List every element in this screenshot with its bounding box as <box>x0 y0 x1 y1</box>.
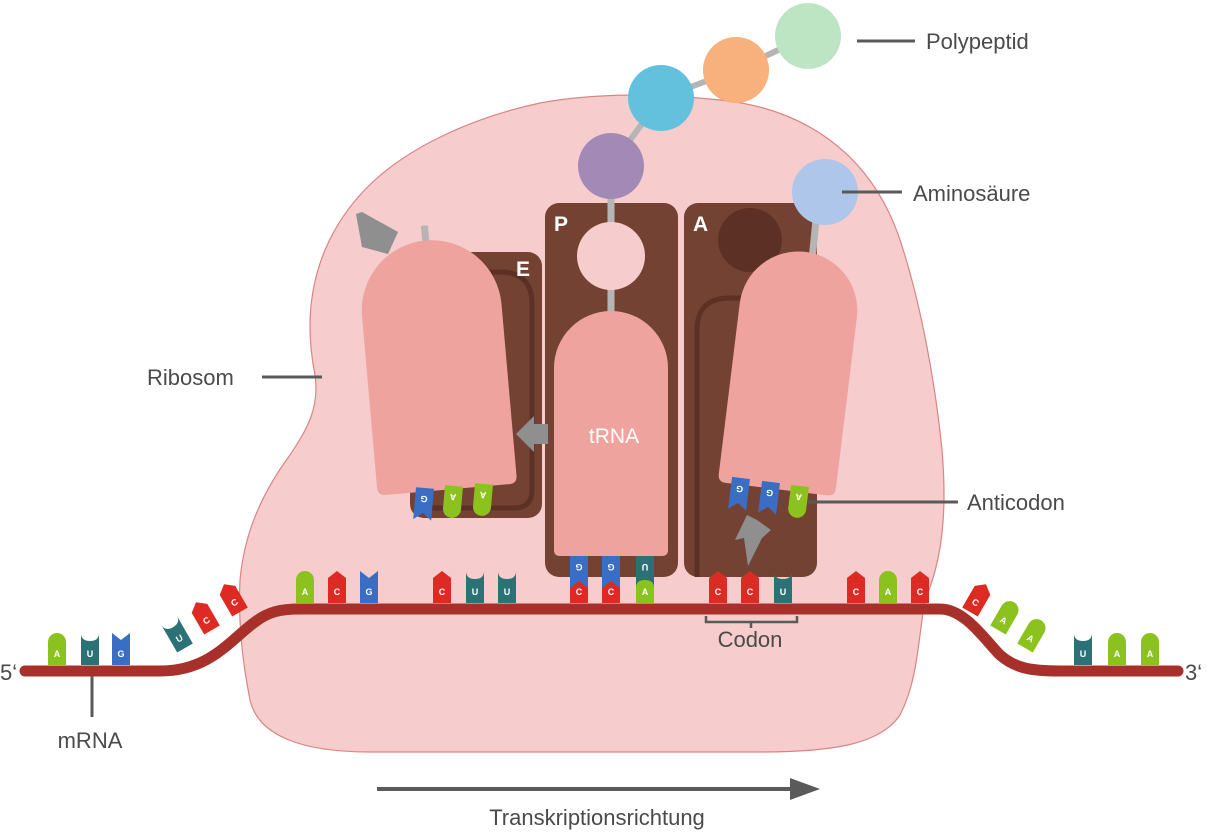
mrna-base: C <box>962 584 991 617</box>
polypeptide-label: Polypeptid <box>926 29 1029 54</box>
mrna-base: C <box>741 571 759 603</box>
mrna-base: A <box>48 633 66 665</box>
amino-acid-purple <box>578 133 644 199</box>
svg-text:U: U <box>1080 649 1087 659</box>
binding-arrow <box>735 515 771 566</box>
trna-label: tRNA <box>589 425 639 448</box>
mrna-base: C <box>709 571 727 603</box>
mrna-strand <box>19 603 1184 677</box>
mrna-base: C <box>219 584 248 617</box>
svg-text:C: C <box>576 587 583 597</box>
mrna-base: A <box>990 601 1019 635</box>
svg-text:U: U <box>174 633 185 645</box>
exit-arrow <box>356 212 398 254</box>
svg-text:U: U <box>780 587 787 597</box>
a-anticodon-base: G <box>758 480 780 515</box>
svg-text:A: A <box>998 615 1009 627</box>
svg-text:A: A <box>885 587 892 597</box>
amino-acid-blue <box>628 65 694 131</box>
svg-text:G: G <box>766 488 774 499</box>
mrna-base: U <box>161 615 193 653</box>
svg-text:G: G <box>117 649 124 659</box>
mrna-base: U <box>81 633 99 665</box>
mrna-base: U <box>1074 633 1092 665</box>
anticodon-label: Anticodon <box>967 490 1065 515</box>
e-trna <box>356 212 517 495</box>
mrna-base: A <box>1141 633 1159 665</box>
mrna-base: U <box>774 571 792 603</box>
mrna-base: U <box>498 571 516 603</box>
mrna-base: C <box>191 602 220 635</box>
mrna-base: U <box>466 571 484 603</box>
svg-text:A: A <box>449 492 457 503</box>
mrna-base: G <box>112 633 130 665</box>
svg-text:G: G <box>575 562 582 572</box>
svg-text:G: G <box>420 494 428 505</box>
a-anticodon-base: A <box>788 484 809 518</box>
svg-text:C: C <box>970 597 981 609</box>
mrna-base: A <box>879 571 897 603</box>
p-anticodon-base: U <box>636 556 654 588</box>
svg-text:A: A <box>54 649 61 659</box>
mrna-label: mRNA <box>58 728 123 753</box>
mrna-base: A <box>1108 633 1126 665</box>
anticodon-bases: G A A G G U G G A <box>413 476 809 588</box>
shift-arrow <box>516 416 548 452</box>
mrna-base: A <box>1017 619 1046 653</box>
svg-text:A: A <box>794 491 802 502</box>
p-anticodon-base: G <box>602 556 620 588</box>
mrna-base: C <box>328 571 346 603</box>
svg-text:C: C <box>229 596 240 608</box>
mrna-base: C <box>433 571 451 603</box>
svg-text:G: G <box>736 484 744 495</box>
svg-text:C: C <box>334 587 341 597</box>
svg-text:C: C <box>853 587 860 597</box>
five-prime-label: 5‘ <box>0 660 17 685</box>
p-anticodon-base: G <box>570 556 588 588</box>
svg-text:C: C <box>608 587 615 597</box>
p-trna <box>554 222 668 556</box>
direction-label: Transkriptionsrichtung <box>489 805 705 830</box>
amino-acid-orange <box>703 37 769 103</box>
svg-text:G: G <box>607 562 614 572</box>
ribosome-label: Ribosom <box>147 365 234 390</box>
direction-arrow <box>377 778 820 800</box>
svg-text:C: C <box>201 614 212 626</box>
three-prime-label: 3‘ <box>1185 660 1202 685</box>
svg-text:A: A <box>642 587 649 597</box>
codon-bracket <box>704 616 799 628</box>
svg-text:A: A <box>1147 649 1154 659</box>
svg-text:C: C <box>747 587 754 597</box>
svg-text:U: U <box>642 562 649 572</box>
svg-text:U: U <box>504 587 511 597</box>
amino-acid-incoming <box>792 159 858 225</box>
mrna-base: C <box>911 571 929 603</box>
svg-text:A: A <box>1025 633 1036 645</box>
a-trna <box>718 159 858 496</box>
mrna-base: C <box>847 571 865 603</box>
amino-acid-green <box>775 3 841 69</box>
e-anticodon-base: A <box>473 483 493 516</box>
svg-text:C: C <box>439 587 446 597</box>
svg-text:A: A <box>1114 649 1121 659</box>
svg-text:G: G <box>365 587 372 597</box>
site-label-p: P <box>554 213 568 236</box>
mrna-bases: A U G U C C A C G C U U C C A C C U C A C C A A U A A <box>48 571 1159 665</box>
a-anticodon-base: G <box>728 476 750 511</box>
svg-text:C: C <box>715 587 722 597</box>
site-label-e: E <box>516 258 530 281</box>
svg-text:U: U <box>87 649 94 659</box>
svg-text:C: C <box>917 587 924 597</box>
site-label-a: A <box>693 213 708 236</box>
svg-text:A: A <box>479 490 487 501</box>
mrna-base: G <box>360 571 378 603</box>
e-anticodon-base: A <box>443 485 463 518</box>
svg-text:U: U <box>472 587 479 597</box>
e-anticodon-base: G <box>413 487 434 521</box>
amino-acid-label: Aminosäure <box>913 181 1030 206</box>
mrna-base: A <box>296 571 314 603</box>
codon-label: Codon <box>718 627 783 652</box>
svg-text:A: A <box>302 587 309 597</box>
